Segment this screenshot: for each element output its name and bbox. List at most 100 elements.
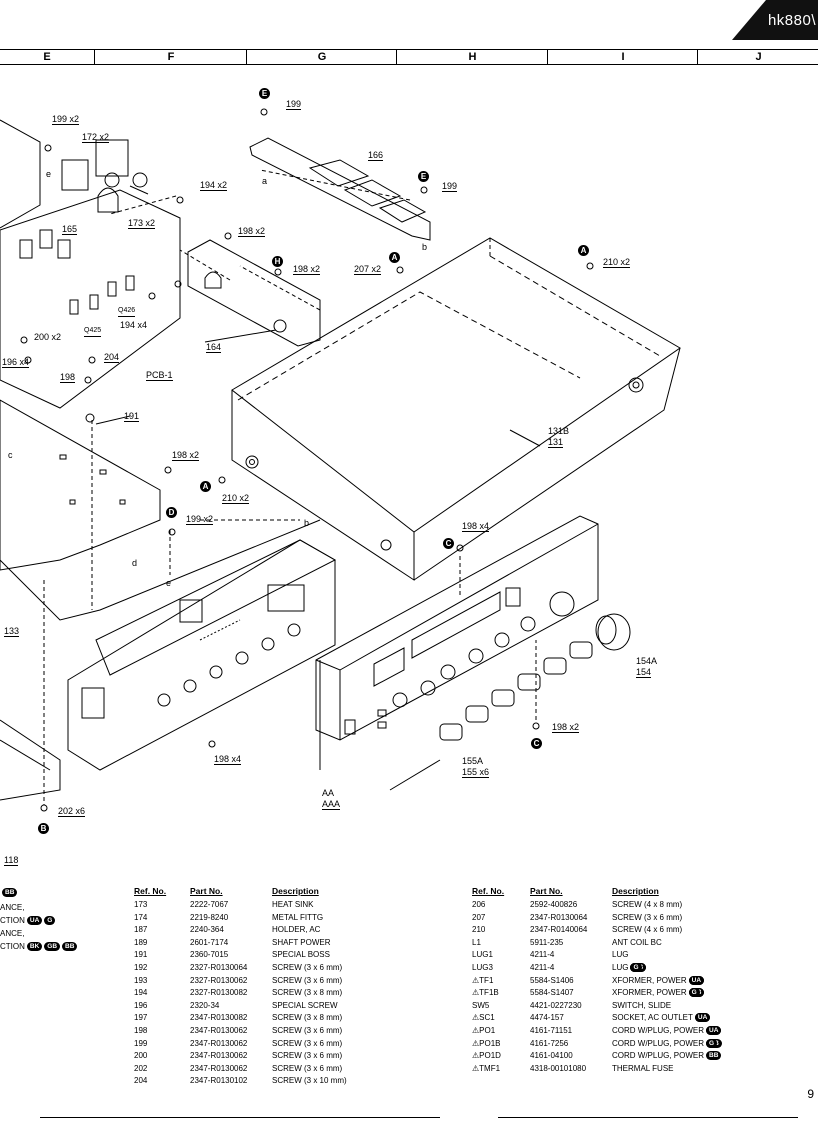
callout-155a: 155A bbox=[462, 756, 484, 766]
cell-ref-no: ⚠TF1 bbox=[472, 975, 494, 985]
cell-part-no: 2347-R0130082 bbox=[190, 1013, 248, 1023]
cell-description: SCREW (4 x 8 mm) bbox=[612, 900, 683, 909]
ref-d: d bbox=[132, 558, 138, 568]
cell-description: SPECIAL SCREW bbox=[272, 1000, 338, 1010]
cell-ref-no: LUG3 bbox=[472, 963, 493, 972]
tag-pill: BB bbox=[706, 1051, 722, 1061]
cell-part-no: 2222-7067 bbox=[190, 900, 229, 909]
cell-description: LUG bbox=[612, 950, 629, 960]
cell-description: SOCKET, AC OUTLETBKUA bbox=[612, 1013, 711, 1023]
cell-ref-no: LUG1 bbox=[472, 950, 493, 960]
left-cut-row-2: ANCE, bbox=[0, 903, 25, 912]
model-name: hk880\ bbox=[767, 12, 816, 29]
cell-ref-no: 189 bbox=[134, 937, 148, 947]
grid-col-i: I bbox=[547, 50, 698, 64]
cell-part-no: 5911-235 bbox=[530, 937, 564, 947]
cell-ref-no: ⚠PO1D bbox=[472, 1051, 501, 1061]
callout-191: 191 bbox=[124, 411, 140, 422]
model-tab: hk880\ bbox=[732, 0, 818, 40]
grid-col-g: G bbox=[246, 50, 397, 64]
left-cut-row-1: BB bbox=[0, 888, 18, 898]
cell-ref-no: 191 bbox=[134, 950, 148, 960]
callout-194-x4: 194 x4 bbox=[120, 320, 148, 330]
cell-description: LUGBBGBG bbox=[612, 963, 647, 972]
bracket-166 bbox=[249, 137, 431, 241]
callout-207-x2: 207 x2 bbox=[354, 264, 382, 275]
cell-part-no: 4318-00101080 bbox=[530, 1063, 587, 1073]
callout-198-x2-b: 198 x2 bbox=[172, 450, 200, 461]
bottom-chassis bbox=[0, 399, 161, 571]
callout-pcb-1: PCB-1 bbox=[146, 370, 173, 381]
grid-col-e: E bbox=[43, 51, 51, 63]
tag-pill: G bbox=[706, 1038, 718, 1048]
cell-description: SPECIAL BOSS bbox=[272, 950, 330, 960]
badge-e-top: E bbox=[259, 88, 270, 99]
badge-a-left: A bbox=[200, 481, 211, 492]
callout-173-x2: 173 x2 bbox=[128, 218, 156, 229]
callout-131: 131 bbox=[548, 437, 564, 448]
tag-pill: UA bbox=[26, 916, 43, 926]
cell-part-no: 4211-4 bbox=[530, 963, 555, 972]
cell-ref-no: ⚠PO1 bbox=[472, 1026, 496, 1035]
badge-a-207: A bbox=[389, 252, 400, 263]
callout-196-x4: 196 x4 bbox=[2, 357, 30, 368]
callout-200-x2: 200 x2 bbox=[34, 332, 62, 342]
bracket-164 bbox=[187, 239, 321, 347]
cell-ref-no: 202 bbox=[134, 1063, 148, 1073]
callout-199-x2-d: 199 x2 bbox=[186, 514, 214, 525]
cell-description: HOLDER, AC bbox=[272, 925, 321, 935]
cell-description: SCREW (3 x 6 mm) bbox=[272, 1063, 343, 1073]
callout-194-x2: 194 x2 bbox=[200, 180, 228, 191]
cell-ref-no: ⚠TMF1 bbox=[472, 1063, 501, 1073]
callout-198-x2-c: 198 x2 bbox=[552, 722, 580, 733]
callout-166: 166 bbox=[368, 150, 384, 161]
callout-210-x2-a: 210 x2 bbox=[603, 257, 631, 268]
callout-133: 133 bbox=[4, 626, 20, 637]
cell-part-no: 2347-R0130062 bbox=[190, 1026, 248, 1035]
cell-part-no: 2327-R0130064 bbox=[190, 963, 248, 972]
cell-description: SCREW (3 x 8 mm) bbox=[272, 1013, 343, 1023]
cell-description: SCREW (3 x 6 mm) bbox=[612, 912, 683, 922]
cell-description: SCREW (3 x 10 mm) bbox=[272, 1076, 347, 1086]
grid-col-f: F bbox=[94, 50, 247, 64]
top-cover-131 bbox=[231, 237, 681, 533]
cell-part-no: 2347-R0140064 bbox=[530, 925, 588, 935]
grid-col-j: J bbox=[697, 50, 818, 64]
cell-description: SCREW (3 x 6 mm) bbox=[272, 1051, 343, 1061]
cell-part-no: 2360-7015 bbox=[190, 950, 229, 960]
callout-198-x4: 198 x4 bbox=[214, 754, 242, 765]
callout-199-top: 199 bbox=[286, 99, 302, 110]
cell-description: SCREW (3 x 6 mm) bbox=[272, 1026, 343, 1035]
ref-e-left: e bbox=[46, 169, 52, 179]
cell-description: SWITCH, SLIDE bbox=[612, 1000, 672, 1010]
header-part-no: Part No. bbox=[190, 886, 223, 896]
cell-ref-no: 200 bbox=[134, 1051, 148, 1061]
ref-b-top: b bbox=[422, 242, 428, 252]
tag-pill: BB bbox=[62, 942, 78, 952]
badge-d: D bbox=[166, 507, 177, 518]
callout-164: 164 bbox=[206, 342, 222, 353]
cell-part-no: 4211-4 bbox=[530, 950, 555, 960]
ref-a: a bbox=[262, 176, 268, 186]
cell-ref-no: 207 bbox=[472, 912, 486, 922]
tag-pill: G bbox=[44, 916, 56, 926]
label-q426: Q426 bbox=[118, 306, 136, 317]
callout-210-x2-b: 210 x2 bbox=[222, 493, 250, 504]
grid-col-h: H bbox=[396, 50, 548, 64]
rear-panel bbox=[67, 539, 336, 771]
cell-description: CORD W/PLUG, POWERGBG bbox=[612, 1038, 722, 1048]
callout-155-x6: 155 x6 bbox=[462, 767, 490, 778]
header-part-no: Part No. bbox=[530, 886, 563, 896]
callout-198-x2-h: 198 x2 bbox=[293, 264, 321, 275]
ref-b: b bbox=[304, 518, 310, 528]
cell-description: ANT COIL BC bbox=[612, 937, 662, 947]
callout-172-x2: 172 x2 bbox=[82, 132, 110, 143]
tag-pill: BK bbox=[26, 942, 43, 952]
screws bbox=[20, 108, 594, 812]
cell-description: SCREW (4 x 6 mm) bbox=[612, 925, 683, 935]
cell-description: XFORMER, POWERBKUA bbox=[612, 975, 705, 985]
front-panel bbox=[315, 515, 599, 741]
cell-part-no: 2240-364 bbox=[190, 925, 224, 935]
